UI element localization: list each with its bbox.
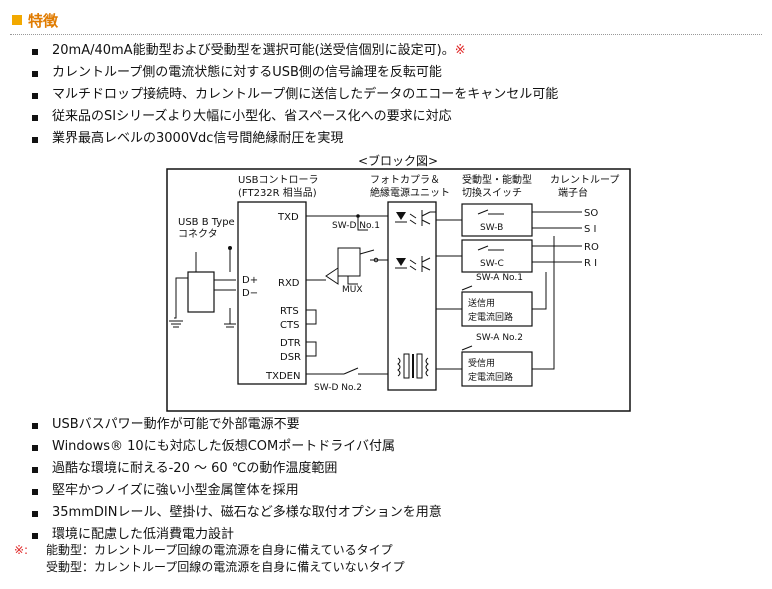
connector-ground-wire <box>174 277 188 319</box>
usb-controller-label: (FT232R 相当品) <box>238 186 317 199</box>
pin-label: RXD <box>278 278 300 289</box>
feature-list-top: 20mA/40mA能動型および受動型を選択可能(送受信個別に設定可)。※ カレン… <box>30 40 558 150</box>
usb-connector-label: USB B Type <box>178 217 235 228</box>
pin-label: DSR <box>280 352 301 363</box>
terminal-label: S I <box>584 224 596 235</box>
pin-label: TXDEN <box>265 371 300 382</box>
sw-d1-switch <box>359 249 375 255</box>
rx-circuit-label: 定電流回路 <box>468 371 513 383</box>
mux-box <box>337 247 361 277</box>
sw-c-label: SW-C <box>480 259 504 269</box>
photocoupler-label: フォトカプラ＆ <box>370 174 440 186</box>
footnote-line: 受動型：カレントループ回線の電流源を自身に備えていないタイプ <box>46 560 405 574</box>
sw-a1-label: SW-A No.1 <box>476 273 523 283</box>
usb-connector-label: コネクタ <box>178 228 218 240</box>
sw-a2-label: SW-A No.2 <box>476 333 523 343</box>
photocoupler-box <box>387 201 437 391</box>
usb-controller-box <box>237 201 307 385</box>
sw-d2-label: SW-D No.2 <box>314 383 362 393</box>
list-item: マルチドロップ接続時、カレントループ側に送信したデータのエコーをキャンセル可能 <box>30 84 558 106</box>
mux-label: MUX <box>342 285 363 295</box>
current-loop-label: カレントループ <box>550 174 619 186</box>
diagram-frame <box>166 168 631 412</box>
current-loop-label: 端子台 <box>558 186 588 199</box>
tx-circuit-label: 定電流回路 <box>468 311 513 323</box>
transformer-icon <box>403 353 410 379</box>
photocoupler-label: 絶縁電源ユニット <box>370 186 450 199</box>
block-diagram-svg: USB B Type コネクタ USBコントローラ (FT232R 相当品) D… <box>166 168 631 412</box>
list-item: Windows® 10にも対応した仮想COMポートドライバ付属 <box>30 436 442 458</box>
sw-b-label: SW-B <box>480 223 503 233</box>
footnote: ※: 能動型：カレントループ回線の電流源を自身に備えているタイプ 受動型：カレント… <box>14 542 405 576</box>
list-item: 堅牢かつノイズに強い小型金属筐体を採用 <box>30 480 442 502</box>
list-item: USBバスパワー動作が可能で外部電源不要 <box>30 414 442 436</box>
list-item: 業界最高レベルの3000Vdc信号間絶縁耐圧を実現 <box>30 128 558 150</box>
list-item: カレントループ側の電流状態に対するUSB側の信号論理を反転可能 <box>30 62 558 84</box>
dminus-label: D− <box>242 288 258 299</box>
block-diagram: USB B Type コネクタ USBコントローラ (FT232R 相当品) D… <box>166 168 631 412</box>
header-square-icon <box>12 15 22 25</box>
rx-circuit-label: 受信用 <box>468 357 495 369</box>
note-mark: ※ <box>454 43 466 58</box>
rts-cts-loop <box>306 309 317 325</box>
sw-a2-switch <box>461 345 473 351</box>
mux-symbol <box>325 267 339 285</box>
footnote-mark: ※: <box>14 543 29 557</box>
pin-label: DTR <box>280 338 301 349</box>
led-icon <box>396 258 406 266</box>
section-title: 特徴 <box>28 12 59 30</box>
usb-connector-symbol <box>187 271 215 313</box>
terminal-label: SO <box>584 208 598 219</box>
sw-d1-label: SW-D No.1 <box>332 221 380 231</box>
footnote-line: 能動型：カレントループ回線の電流源を自身に備えているタイプ <box>46 543 393 557</box>
sw-d2-switch <box>343 367 359 375</box>
diagram-caption: <ブロック図> <box>358 154 439 168</box>
led-icon <box>396 212 406 220</box>
tx-circuit-label: 送信用 <box>468 297 495 309</box>
feature-list-bottom: USBバスパワー動作が可能で外部電源不要 Windows® 10にも対応した仮想… <box>30 414 442 546</box>
terminal-label: RO <box>584 242 599 253</box>
sw-a1-switch <box>461 285 473 291</box>
dtr-dsr-loop <box>306 341 317 357</box>
list-item: 従来品のSIシリーズより大幅に小型化、省スペース化への要求に対応 <box>30 106 558 128</box>
switch-block-label: 切換スイッチ <box>462 187 522 199</box>
switch-block-label: 受動型・能動型 <box>462 173 532 186</box>
pin-label: RTS <box>280 306 299 317</box>
usb-controller-label: USBコントローラ <box>238 174 319 186</box>
pin-label: CTS <box>280 320 299 331</box>
terminal-label: R I <box>584 258 597 269</box>
list-item: 環境に配慮した低消費電力設計 <box>30 524 442 546</box>
list-item: 35mmDINレール、壁掛け、磁石など多様な取付オプションを用意 <box>30 502 442 524</box>
dplus-label: D+ <box>242 275 258 286</box>
pin-label: TXD <box>277 212 299 223</box>
section-header: 特徴 <box>10 8 762 35</box>
list-item: 過酷な環境に耐える-20 ～ 60 ℃の動作温度範囲 <box>30 458 442 480</box>
list-item: 20mA/40mA能動型および受動型を選択可能(送受信個別に設定可)。※ <box>30 40 558 62</box>
